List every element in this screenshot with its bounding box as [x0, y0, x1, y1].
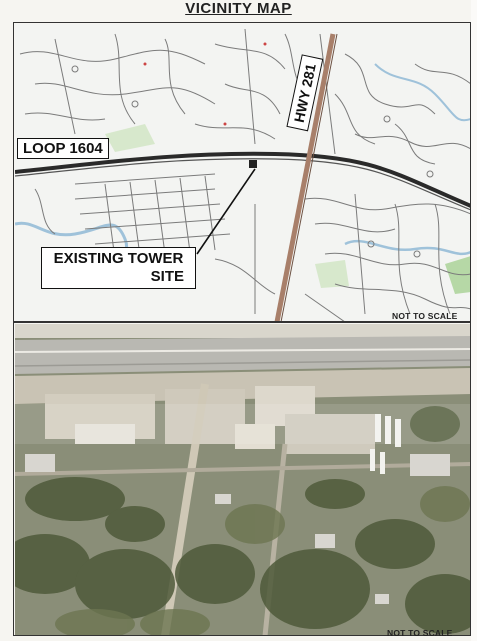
- creek: [374, 63, 471, 122]
- aerial-parked-trailers: [370, 414, 401, 474]
- aerial-highway-lane: [15, 348, 471, 353]
- park-patch: [105, 124, 155, 152]
- hwy-281-road: [274, 33, 336, 322]
- loop-1604-frontage: [15, 158, 471, 211]
- hwy-281-edge: [280, 33, 338, 322]
- aerial-tree-canopy: [15, 406, 471, 634]
- tower-label-line2: SITE: [150, 268, 184, 285]
- creek: [344, 239, 471, 256]
- scale-note-street-map: NOT TO SCALE: [392, 311, 458, 321]
- map-frame: [13, 22, 471, 636]
- aerial-photo-graphic: [15, 324, 471, 636]
- tower-leader-line: [196, 168, 256, 255]
- tower-label-line1: EXISTING TOWER: [53, 250, 184, 267]
- map-poi-dots: [143, 42, 267, 126]
- loop-1604-label: LOOP 1604: [17, 138, 109, 159]
- panel-divider: [13, 321, 471, 323]
- existing-tower-site-label: EXISTING TOWER SITE: [41, 247, 196, 289]
- scale-note-aerial: NOT TO SCALE: [387, 628, 453, 638]
- aerial-photo-panel: [15, 324, 471, 636]
- tower-site-marker: [249, 160, 257, 168]
- aerial-buildings: [25, 454, 450, 604]
- cul-de-sacs: [71, 65, 434, 258]
- loop-1604-road: [15, 151, 471, 208]
- map-title: VICINITY MAP: [185, 0, 292, 17]
- street-network: [19, 28, 471, 322]
- street-map-graphic: [15, 28, 471, 322]
- park-patch: [315, 260, 349, 288]
- sheet-right-edge: [471, 0, 477, 641]
